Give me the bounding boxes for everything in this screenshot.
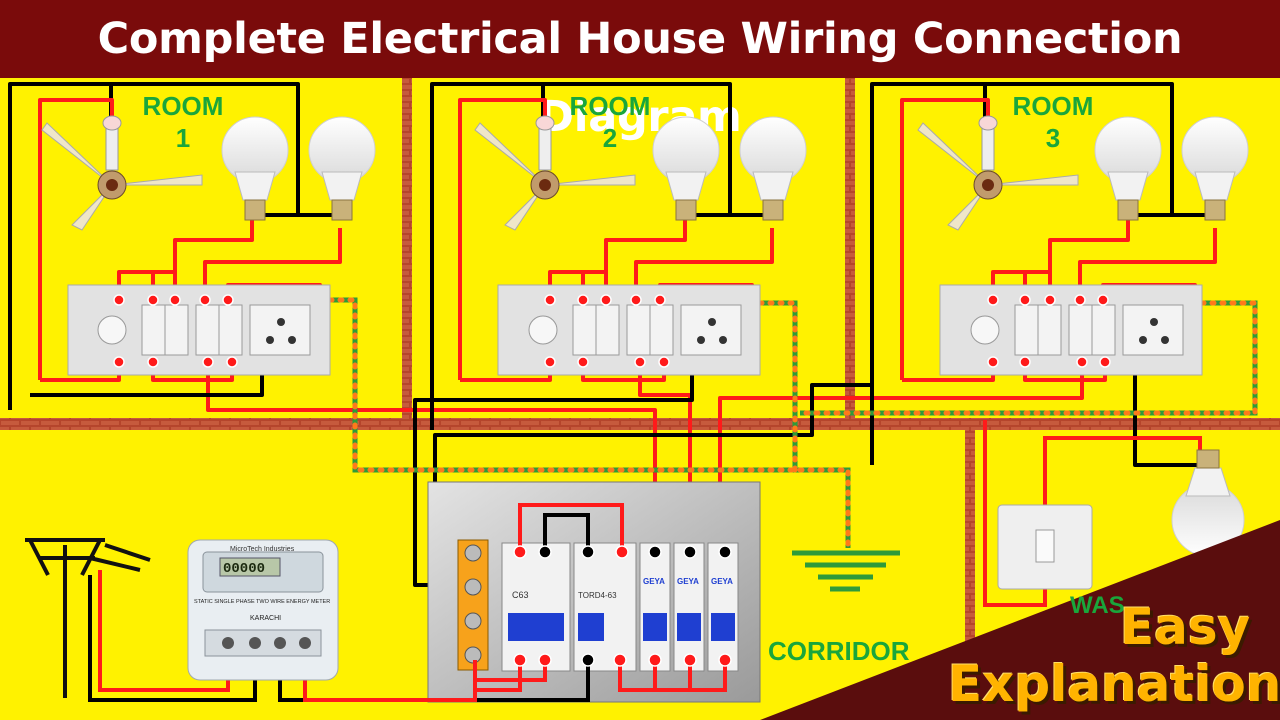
room-number: 1 <box>175 123 191 153</box>
switch-board-room-1 <box>67 284 331 376</box>
corridor-label: CORRIDOR <box>768 636 910 666</box>
badge-explanation: Explanation <box>948 655 1280 713</box>
wash-label: WAS <box>1070 592 1125 619</box>
ceiling-fan-icon <box>917 115 1079 231</box>
main-breaker-label: C63 <box>512 590 529 600</box>
light-bulb-icon <box>1171 449 1245 557</box>
ceiling-fan-icon <box>474 115 636 231</box>
room-3-label: ROOM 3 <box>993 90 1113 154</box>
meter-brand: MicroTech Industries <box>230 546 295 553</box>
room-label-text: ROOM <box>142 91 224 121</box>
title-bar <box>0 0 1280 78</box>
terminal-dots <box>113 294 1111 368</box>
badge-background <box>760 520 1280 720</box>
switch-board-room-2 <box>497 284 761 376</box>
meter-reading: 00000 <box>223 561 265 577</box>
meter-caption: STATIC SINGLE PHASE TWO WIRE ENERGY METE… <box>194 599 330 605</box>
light-bulb-icon <box>652 116 720 221</box>
rcd-label: TORD4-63 <box>578 591 617 600</box>
room-number: 3 <box>1045 123 1061 153</box>
light-bulb-icon <box>1181 116 1249 221</box>
mcb-brand-label: GEYA <box>711 577 733 586</box>
light-bulb-icon <box>1094 116 1162 221</box>
bulbs <box>221 116 1249 557</box>
utility-pole-icon <box>25 538 151 698</box>
earth-ground-symbol <box>792 550 900 592</box>
room-label-text: ROOM <box>569 91 651 121</box>
switch-board-room-3 <box>939 284 1203 376</box>
panel-terminals <box>513 545 732 667</box>
mcb-brand-label: GEYA <box>643 577 665 586</box>
walls <box>0 78 1280 720</box>
room-number: 2 <box>602 123 618 153</box>
distribution-box <box>427 481 761 703</box>
light-bulb-icon <box>221 116 289 221</box>
mcb-brand-label: GEYA <box>677 577 699 586</box>
ceiling-fan-icon <box>41 115 203 231</box>
wash-switch <box>997 504 1093 590</box>
room-label-text: ROOM <box>1012 91 1094 121</box>
light-bulb-icon <box>308 116 376 221</box>
room-1-label: ROOM 1 <box>123 90 243 154</box>
badge-easy: Easy <box>1120 598 1251 656</box>
light-bulb-icon <box>739 116 807 221</box>
meter-city: KARACHI <box>250 615 281 622</box>
room-2-label: ROOM 2 <box>550 90 670 154</box>
page-title: Complete Electrical House Wiring Connect… <box>97 14 1183 142</box>
wiring-diagram: C63 TORD4-63 GEYA GEYA GEYA <box>0 78 1280 720</box>
energy-meter <box>187 539 339 681</box>
